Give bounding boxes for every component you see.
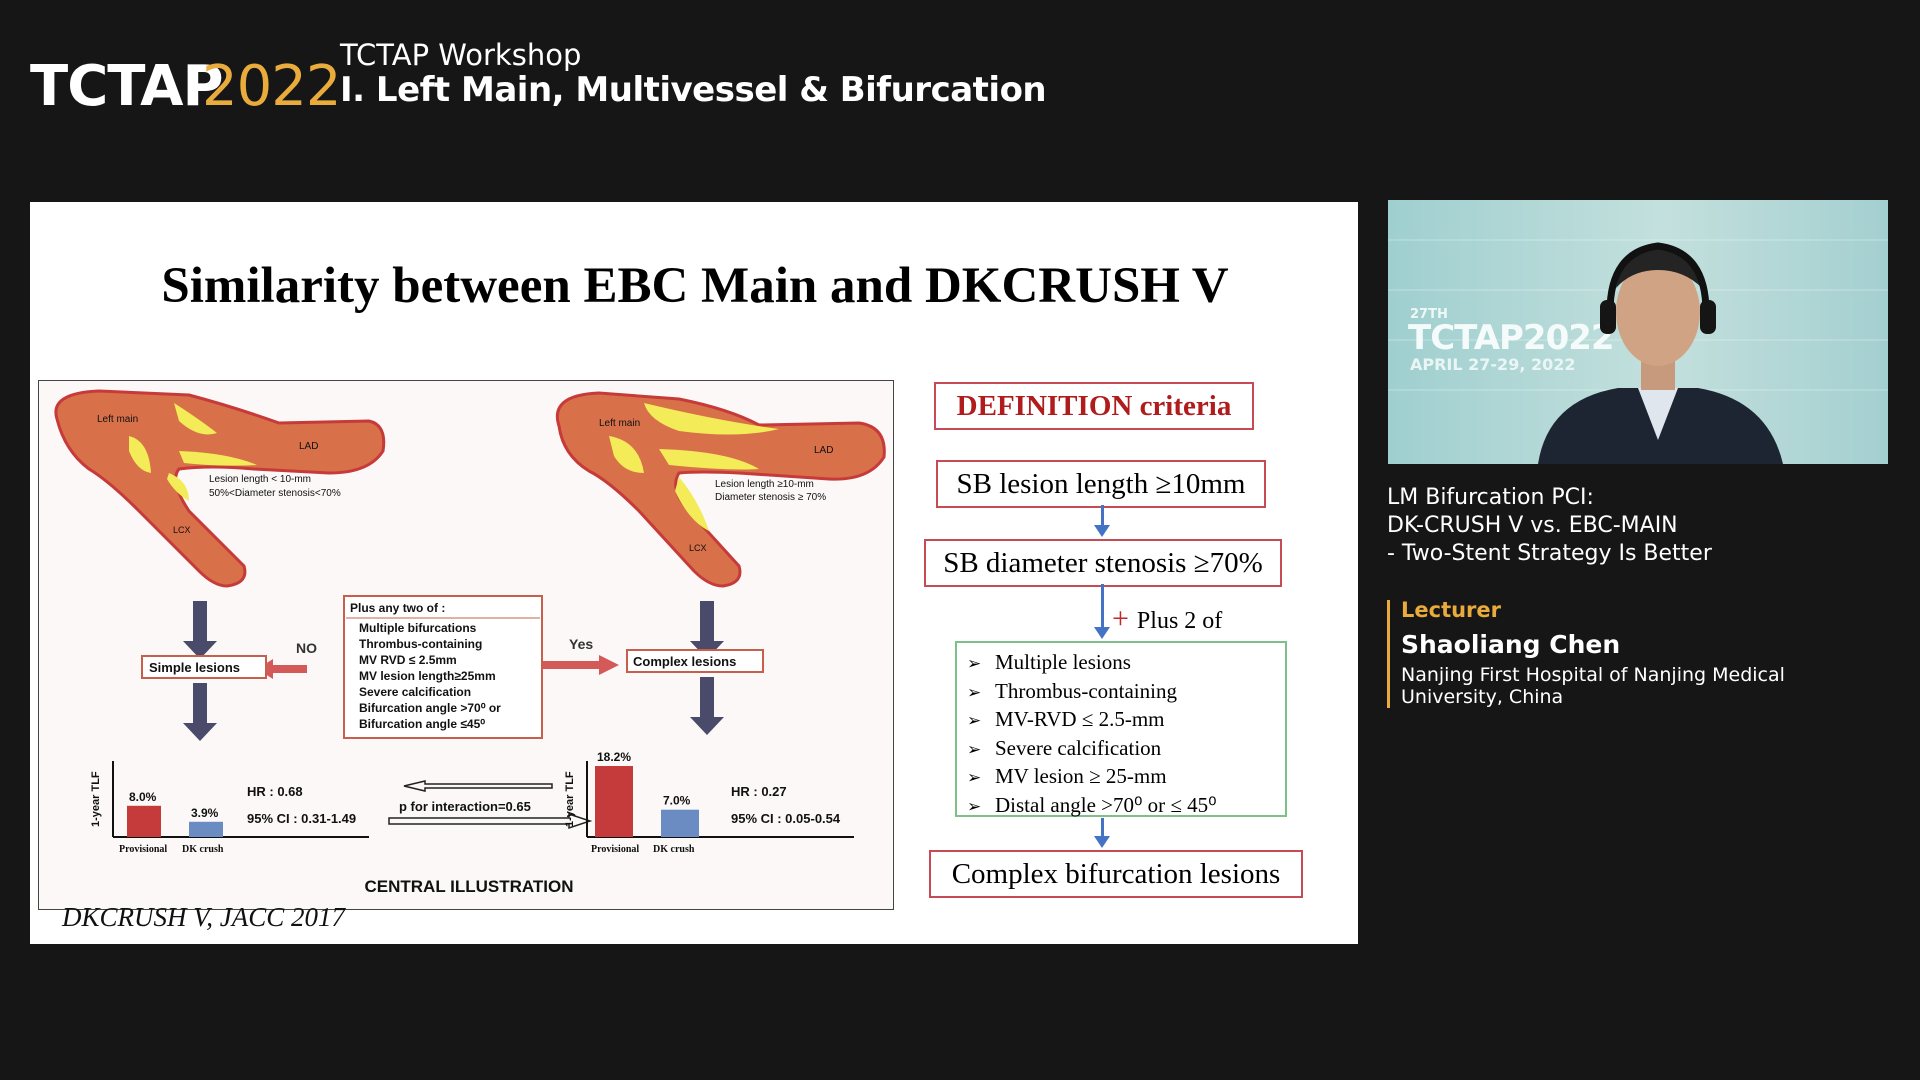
plus-icon: + (1112, 602, 1129, 635)
sb-lesion-length-box: SB lesion length ≥10mm (936, 460, 1266, 508)
criteria-item: MV lesion length≥25mm (359, 669, 496, 683)
criteria-item: Severe calcification (359, 685, 471, 699)
right-vessel-shape (556, 391, 886, 588)
arrow-bullet-icon: ➢ (967, 682, 982, 702)
left-hr: HR : 0.68 (247, 784, 303, 799)
left-vessel-lad-label: LAD (299, 441, 318, 452)
right-vessel-note2: Diameter stenosis ≥ 70% (715, 492, 826, 503)
right-category-label: DK crush (653, 844, 695, 855)
flow-arrows (183, 601, 724, 741)
badge-name: TCTAP2022 (1408, 318, 1614, 358)
criteria-item: ➢Thrombus-containing (967, 678, 1285, 707)
central-illustration: Left main LAD LCX Lesion length < 10-mm … (38, 380, 894, 910)
left-bar-provisional (127, 805, 161, 837)
lecturer-label: Lecturer (1401, 598, 1502, 622)
sb-diameter-stenosis-box: SB diameter stenosis ≥70% (924, 539, 1282, 587)
arrow-bullet-icon: ➢ (967, 654, 982, 673)
left-vessel-lcx-label: LCX (173, 525, 191, 535)
central-illustration-label: CENTRAL ILLUSTRATION (364, 877, 573, 896)
speaker-video: 27TH TCTAP2022 APRIL 27-29, 2022 (1388, 200, 1888, 464)
left-ci: 95% CI : 0.31-1.49 (247, 811, 356, 826)
left-vessel-left-main-label: Left main (97, 414, 138, 425)
left-bar-label: 8.0% (129, 790, 157, 804)
flow-arrow-3 (1094, 818, 1110, 848)
right-bar-label: 7.0% (663, 794, 691, 808)
lecturer-accent-bar (1387, 600, 1390, 708)
right-hr: HR : 0.27 (731, 784, 787, 799)
interaction-arrow-left (403, 780, 553, 792)
left-category-label: DK crush (182, 844, 224, 855)
criteria-header: Plus any two of : (350, 601, 445, 615)
interaction-arrow-right (388, 812, 593, 830)
left-tlf-chart: 1-year TLF 8.0% 3.9% Provisional DK crus… (90, 761, 369, 855)
session-title: I. Left Main, Multivessel & Bifurcation (340, 70, 1047, 110)
right-vessel-note1: Lesion length ≥10-mm (715, 479, 814, 490)
badge-top: 27TH (1410, 307, 1448, 322)
left-vessel-shape (54, 389, 386, 588)
speaker-figure (1538, 242, 1783, 464)
simple-lesions-label: Simple lesions (149, 660, 240, 675)
talk-title-line: LM Bifurcation PCI: (1387, 485, 1594, 510)
talk-title-line: - Two-Stent Strategy Is Better (1387, 541, 1712, 566)
criteria-item: ➢Distal angle >70⁰ or ≤ 45⁰ (967, 792, 1285, 821)
right-ci: 95% CI : 0.05-0.54 (731, 811, 841, 826)
right-bar-label: 18.2% (597, 750, 631, 764)
flow-arrow-1 (1094, 505, 1110, 537)
criteria-box (343, 595, 543, 739)
interaction-label: p for interaction=0.65 (399, 799, 531, 814)
plus-two-of-text: Plus 2 of (1136, 608, 1223, 634)
criteria-item: ➢MV lesion ≥ 25-mm (967, 763, 1285, 792)
plus-two-of: + Plus 2 of (1112, 602, 1222, 636)
left-vessel-note1: Lesion length < 10-mm (209, 474, 311, 485)
left-vessel-note2: 50%<Diameter stenosis<70% (209, 488, 341, 499)
no-label: NO (296, 640, 317, 656)
left-bar-label: 3.9% (191, 806, 219, 820)
criteria-item: MV RVD ≤ 2.5mm (359, 653, 457, 667)
left-bar-dk-crush (189, 821, 223, 837)
arrow-bullet-icon: ➢ (967, 711, 982, 730)
right-category-label: Provisional (591, 844, 639, 855)
criteria-item: ➢MV-RVD ≤ 2.5-mm (967, 706, 1285, 735)
yes-label: Yes (569, 636, 593, 652)
criteria-item: ➢Severe calcification (967, 735, 1285, 764)
complex-bifurcation-box: Complex bifurcation lesions (929, 850, 1303, 898)
right-chart-ylabel: 1-year TLF (564, 771, 576, 827)
flow-arrow-2 (1094, 584, 1110, 639)
criteria-item: Bifurcation angle ≤45⁰ (359, 717, 485, 731)
right-tlf-chart: 1-year TLF 18.2% 7.0% Provisional DK cru… (564, 750, 854, 855)
criteria-item: Bifurcation angle >70⁰ or (359, 701, 501, 715)
right-vessel-lcx-label: LCX (689, 543, 707, 553)
logo-year: 2022 (202, 54, 342, 119)
talk-title: LM Bifurcation PCI: DK-CRUSH V vs. EBC-M… (1387, 484, 1712, 568)
arrow-bullet-icon: ➢ (967, 768, 982, 787)
right-vessel-left-main-label: Left main (599, 418, 640, 429)
right-bar-dk-crush (661, 809, 699, 837)
slide-title: Similarity between EBC Main and DKCRUSH … (161, 258, 1229, 314)
citation: DKCRUSH V, JACC 2017 (62, 902, 346, 932)
badge-date: APRIL 27-29, 2022 (1410, 355, 1576, 374)
yes-arrow (542, 655, 619, 675)
left-chart-ylabel: 1-year TLF (90, 771, 102, 827)
talk-title-line: DK-CRUSH V vs. EBC-MAIN (1387, 513, 1678, 538)
lecturer-name: Shaoliang Chen (1401, 630, 1621, 659)
right-bar-provisional (595, 766, 633, 837)
arrow-bullet-icon: ➢ (967, 796, 982, 816)
criteria-item: ➢Multiple lesions (967, 649, 1285, 678)
right-vessel-lad-label: LAD (814, 445, 833, 456)
workshop-label: TCTAP Workshop (340, 38, 582, 72)
presentation-slide: Similarity between EBC Main and DKCRUSH … (30, 202, 1358, 944)
complex-lesions-label: Complex lesions (633, 654, 736, 669)
criteria-item: Multiple bifurcations (359, 621, 477, 635)
lecturer-affiliation: Nanjing First Hospital of Nanjing Medica… (1401, 664, 1785, 708)
no-arrow (257, 659, 307, 679)
criteria-item: Thrombus-containing (359, 637, 482, 651)
criteria-list-box: ➢Multiple lesions ➢Thrombus-containing ➢… (955, 641, 1287, 817)
arrow-bullet-icon: ➢ (967, 739, 982, 759)
left-category-label: Provisional (119, 844, 167, 855)
logo-tctap: TCTAP (30, 54, 224, 119)
definition-box: DEFINITION criteria (934, 382, 1254, 430)
